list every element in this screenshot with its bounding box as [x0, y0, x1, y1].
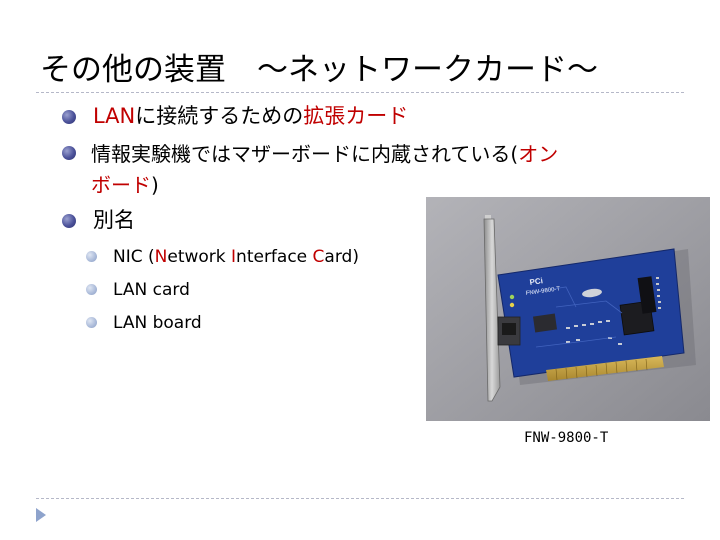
bullet-lan-card: LANに接続するための拡張カード — [93, 100, 408, 133]
text-run: nterface — [236, 247, 313, 267]
board-brand-label: PCi — [529, 276, 543, 287]
next-slide-arrow-icon[interactable] — [36, 508, 46, 522]
text-run: C — [312, 247, 325, 267]
bullet-onboard-line2: ボード) — [91, 169, 159, 202]
bullet-aliases: 別名 — [93, 208, 135, 232]
alias-lan-board: LAN board — [113, 313, 202, 333]
text-run: 情報実験機ではマザーボードに内蔵されている( — [91, 142, 519, 166]
bullet-icon — [62, 214, 76, 228]
text-run: ) — [151, 173, 159, 197]
text-run: N — [154, 247, 168, 267]
sub-bullet-icon — [86, 317, 97, 328]
alias-nic: NIC (Network Interface Card) — [113, 245, 359, 269]
bullet-icon — [62, 110, 76, 124]
text-run: I — [231, 247, 237, 267]
text-run: LAN — [93, 104, 136, 128]
bullet-icon — [62, 146, 76, 160]
title-divider — [36, 92, 684, 93]
text-run: に接続するための — [135, 104, 304, 128]
text-run: オン — [518, 142, 559, 166]
slide-title: その他の装置 ～ネットワークカード～ — [40, 52, 598, 88]
text-run: ard) — [324, 247, 359, 267]
sub-bullet-icon — [86, 284, 97, 295]
bullet-onboard-line1: 情報実験機ではマザーボードに内蔵されている(オン — [91, 138, 558, 171]
board-model-label: FNW-9800-T — [525, 286, 560, 297]
network-card-photo: PCi FNW-9800-T — [426, 197, 710, 421]
footer-divider — [36, 498, 684, 499]
alias-lan-card: LAN card — [113, 280, 190, 300]
text-run: ボード — [91, 173, 151, 197]
figure-caption: FNW-9800-T — [524, 430, 609, 446]
text-run: 拡張カード — [303, 104, 409, 128]
sub-bullet-icon — [86, 251, 97, 262]
text-run: NIC ( — [113, 247, 155, 267]
text-run: etwork — [167, 247, 232, 267]
